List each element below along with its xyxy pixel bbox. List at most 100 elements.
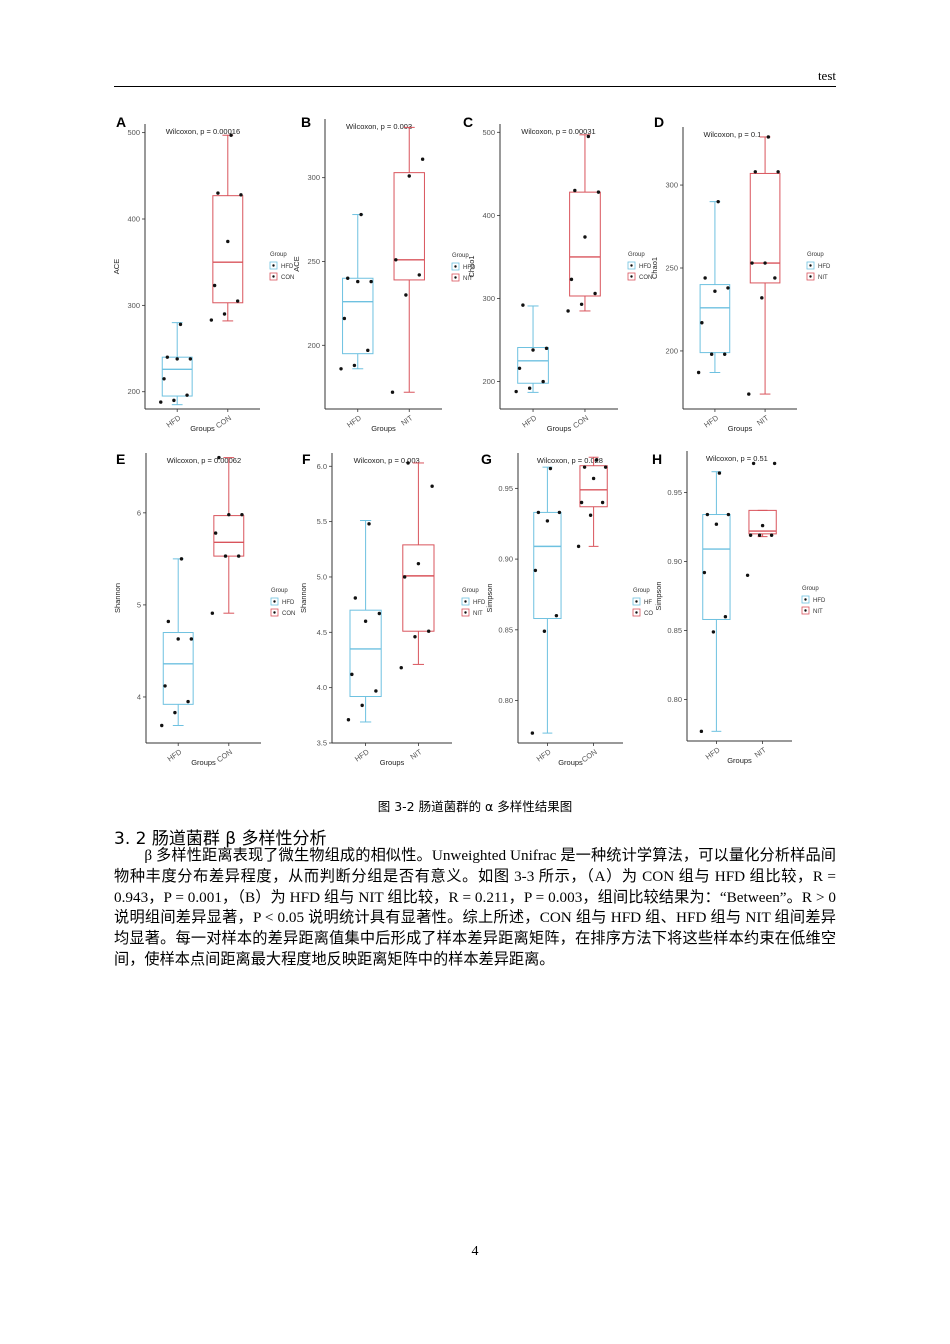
box-rect (402, 544, 435, 632)
x-axis-label: Groups (728, 424, 753, 433)
data-point (711, 630, 716, 634)
legend-key (451, 262, 460, 271)
data-point (374, 689, 378, 693)
x-tick-label: NIT (399, 413, 414, 428)
legend-key-dot (809, 275, 812, 278)
data-point (700, 321, 704, 325)
data-point (583, 235, 587, 239)
box-rect (342, 277, 374, 355)
data-point (702, 570, 707, 575)
box-con (566, 134, 601, 313)
data-point (178, 322, 183, 327)
data-point (366, 348, 370, 353)
box-nit (747, 135, 781, 396)
stat-annotation: Wilcoxon, p = 0.00062 (167, 456, 241, 465)
box-rect (517, 347, 549, 384)
data-point (227, 512, 231, 517)
x-axis-label: Groups (190, 424, 215, 433)
stat-annotation: Wilcoxon, p = 0.1 (704, 130, 762, 139)
legend-label: CON (282, 611, 295, 617)
y-tick-label: 0.80 (498, 696, 513, 705)
legend-label: HF (644, 600, 652, 606)
legend-label: NIT (813, 609, 823, 615)
data-point (216, 191, 220, 195)
legend-label: HFD (281, 264, 294, 270)
y-axis-label: Shannon (113, 583, 122, 613)
data-point (175, 357, 179, 361)
data-point (399, 666, 403, 670)
legend-key (632, 608, 641, 617)
figure-caption: 图 3-2 肠道菌群的 α 多样性结果图 (377, 799, 573, 814)
legend-title: Group (271, 588, 288, 594)
data-point (413, 635, 417, 639)
legend-title: Group (807, 252, 824, 258)
x-tick-label: NIT (408, 747, 423, 762)
legend-label: NIT (463, 276, 473, 282)
data-point (223, 554, 228, 558)
data-point (359, 212, 363, 217)
data-point (517, 366, 522, 370)
panel-letter: B (301, 114, 311, 130)
box-hfd (696, 199, 731, 375)
data-point (420, 157, 425, 161)
data-point (544, 346, 549, 351)
y-axis-label: ACE (292, 256, 301, 271)
box-con (209, 133, 244, 322)
y-tick-label: 0.95 (498, 484, 513, 493)
legend-key-dot (272, 264, 275, 267)
data-point (579, 302, 584, 307)
y-tick-label: 200 (665, 346, 678, 355)
data-point (430, 484, 434, 488)
data-point (426, 629, 431, 633)
data-point (757, 533, 762, 537)
legend-key (461, 597, 470, 606)
y-tick-label: 4.5 (317, 628, 327, 637)
data-point (750, 261, 754, 265)
y-tick-label: 300 (307, 173, 320, 182)
box-rect (702, 514, 731, 620)
data-point (772, 461, 777, 466)
legend-key (269, 261, 278, 270)
data-point (726, 512, 731, 517)
y-axis-label: Simpson (654, 581, 663, 610)
box-hfd (346, 520, 382, 723)
y-tick-label: 500 (127, 128, 140, 137)
legend-label: HFD (282, 600, 295, 606)
box-rect (161, 356, 193, 397)
data-point (339, 367, 343, 371)
x-tick-label: NIT (755, 413, 770, 428)
data-point (172, 398, 176, 403)
stat-annotation: Wilcoxon, p = 0.00016 (166, 127, 240, 136)
y-tick-label: 400 (482, 211, 495, 220)
box-rect (349, 609, 382, 698)
legend-title: Group (802, 586, 819, 592)
legend-label: CON (281, 275, 294, 281)
box-rect (569, 191, 601, 297)
data-point (239, 193, 243, 197)
legend-title: Group (270, 252, 287, 258)
stat-annotation: Wilcoxon, p = 0.51 (706, 454, 768, 463)
data-point (186, 699, 190, 704)
box-rect (162, 632, 194, 705)
x-axis-label: Groups (558, 758, 583, 767)
data-point (576, 544, 581, 549)
data-point (769, 533, 774, 537)
legend-key-dot (630, 264, 633, 267)
data-point (165, 355, 170, 359)
data-point (594, 458, 599, 462)
legend-key (627, 261, 636, 270)
box-rect (393, 172, 425, 281)
x-axis-label: Groups (371, 424, 396, 433)
legend-key (632, 597, 641, 606)
data-point (699, 729, 704, 734)
data-point (723, 615, 728, 619)
legend-key-dot (630, 275, 633, 278)
y-tick-label: 250 (307, 257, 320, 266)
data-point (163, 684, 167, 688)
y-axis-label: Simpson (485, 583, 494, 612)
y-tick-label: 3.5 (317, 739, 327, 748)
legend-label: NIT (473, 611, 483, 617)
